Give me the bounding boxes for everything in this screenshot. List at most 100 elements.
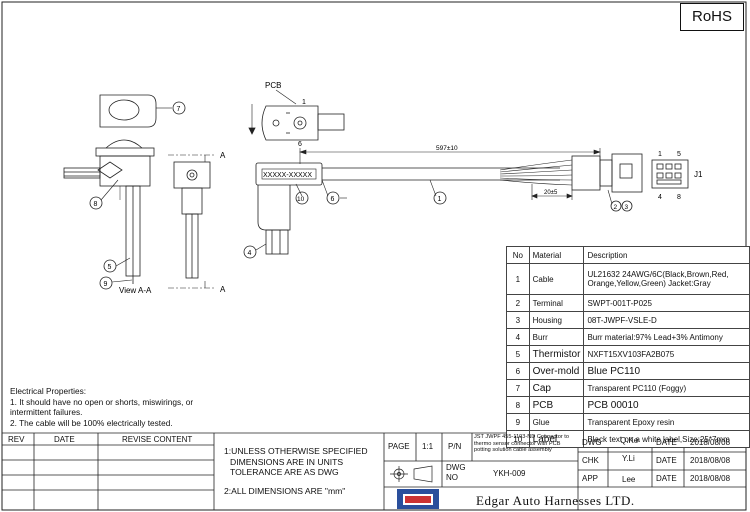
pn-label: P/N [448,442,462,451]
app-role: APP [582,474,599,483]
callout-6-circle: 6 [331,196,335,203]
callout-3: 3 [625,204,629,211]
bom-material: Cap [528,379,585,397]
pin-4-label: 4 [658,194,662,201]
projection-symbol-icon [390,465,433,483]
bom-no: 5 [506,345,530,363]
bom-description: 08T-JWPF-VSLE-D [583,311,750,329]
table-row: 10 Label Black text on a white label,Siz… [506,430,750,448]
app-date: 2018/08/08 [690,474,731,483]
overmold-label-text: XXXXX-XXXXX [263,172,312,179]
table-row: 2 Terminal SWPT-001T-P025 [506,294,750,312]
callout-1-pcb: 1 [302,99,306,106]
dwg-role: DWG [582,438,602,447]
bom-no: 8 [506,396,530,414]
company-name: Edgar Auto Harnesses LTD. [476,493,635,508]
company-logo-icon [397,489,439,509]
bom-material: Glue [528,413,585,431]
pin-1-label: 1 [658,151,662,158]
overmold-assembly [243,162,560,259]
section-a-bottom: A [220,285,226,294]
bom-no: 4 [506,328,530,346]
dwg-no-value: YKH-009 [493,469,526,478]
callout-1-cable: 1 [438,196,442,203]
bom-description: NXFT15XV103FA2B075 [583,345,750,363]
table-row: 5 Thermistor NXFT15XV103FA2B075 [506,345,750,363]
section-a-top: A [220,151,226,160]
bom-material: Over-mold [528,362,585,380]
dwg-date-label: DATE [656,438,677,447]
pcb-detail-view [248,89,345,141]
pn-value: JST JWPF 455-1193-ND Connector to thermo… [474,434,569,454]
bom-material: Thermistor [528,345,585,363]
bom-description: SWPT-001T-P025 [583,294,750,312]
chk-date: 2018/08/08 [690,456,731,465]
electrical-line: 1. It should have no open or shorts, mis… [10,396,194,407]
bom-material: Housing [528,311,585,329]
cap-top-view [99,94,186,128]
dwg-no-label-line1: DWG [446,463,466,472]
bom-no: 10 [506,430,530,448]
dwg-date: 2018/08/08 [690,438,731,447]
bom-table: No Material Description 1 Cable UL21632 … [506,246,750,448]
dwg-no-label-line2: NO [446,473,458,482]
chk-date-label: DATE [656,456,677,465]
bom-material: PCB [528,396,585,414]
bom-material: Cable [528,263,585,295]
pin-5-label: 5 [677,151,681,158]
bom-material: Burr [528,328,585,346]
bom-description: Transparent PC110 (Foggy) [583,379,750,397]
table-row: 7 Cap Transparent PC110 (Foggy) [506,379,750,397]
j1-label: J1 [694,170,703,179]
pcb-label: PCB [265,81,281,90]
rev-content-header: REVISE CONTENT [122,435,193,444]
table-row: 9 Glue Transparent Epoxy resin [506,413,750,431]
bom-description: Black text on a white label,Size:25*7mm [583,430,750,448]
note-line: TOLERANCE ARE AS DWG [230,467,339,477]
pin-8-label: 8 [677,194,681,201]
callout-10: 10 [297,196,305,203]
bom-no: 9 [506,413,530,431]
note-line: DIMENSIONS ARE IN UNITS [230,456,344,467]
bom-header-row: No Material Description [506,246,750,264]
strip-dimension-text: 20±5 [544,190,558,196]
strip-dimension [531,184,573,200]
callout-4: 4 [248,250,252,257]
note-line: 2:ALL DIMENSIONS ARE "mm" [224,485,346,496]
bom-no: 6 [506,362,530,380]
connector-housing [571,153,643,212]
bom-description: Burr material:97% Lead+3% Antimony [583,328,750,346]
note-line: 1:UNLESS OTHERWISE SPECIFIED [224,446,368,456]
view-aa-label: View A-A [119,286,152,295]
bom-description: PCB 00010 [583,396,750,414]
dwg-name: Q.Ke [620,436,639,445]
bom-header-material: Material [528,246,585,264]
page-value: 1:1 [422,442,434,451]
app-name: Lee [622,475,636,484]
callout-6-top: 6 [298,141,302,148]
electrical-line: 2. The cable will be 100% electrically t… [10,417,173,428]
rev-header: REV [8,435,25,444]
chk-role: CHK [582,456,599,465]
callout-9: 9 [104,281,108,288]
bom-no: 1 [506,263,530,295]
callout-2: 2 [614,204,618,211]
bom-description: Blue PC110 [583,362,750,380]
bom-no: 7 [506,379,530,397]
callout-7: 7 [177,106,181,113]
electrical-line: intermittent failures. [10,407,83,418]
app-date-label: DATE [656,474,677,483]
table-row: 1 Cable UL21632 24AWG/6C(Black,Brown,Red… [506,263,750,295]
side-view [63,139,155,290]
wire-fanout [499,159,573,186]
callout-8: 8 [94,201,98,208]
bom-header-no: No [506,246,530,264]
rohs-badge: RoHS [680,3,744,31]
table-row: 3 Housing 08T-JWPF-VSLE-D [506,311,750,329]
bom-no: 3 [506,311,530,329]
bom-no: 2 [506,294,530,312]
table-row: 6 Over-mold Blue PC110 [506,362,750,380]
bom-description: UL21632 24AWG/6C(Black,Brown,Red, Orange… [583,263,750,295]
dwg-no-label: DWG NO [446,463,466,483]
